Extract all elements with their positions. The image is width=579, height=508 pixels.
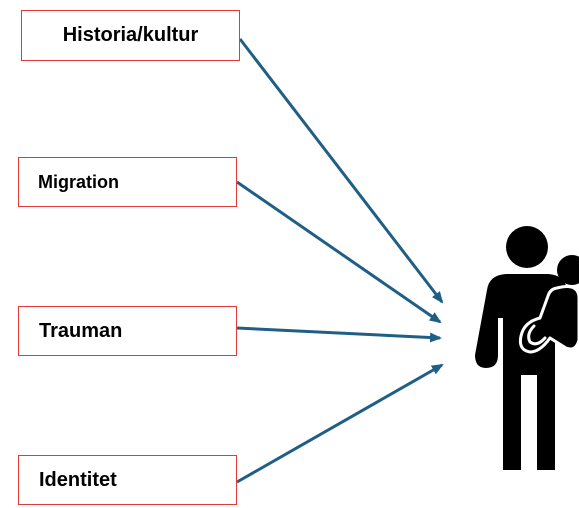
factor-label-trauman: Trauman	[39, 319, 123, 342]
factor-label-identitet: Identitet	[39, 468, 117, 491]
factor-box-identitet: Identitet	[18, 455, 237, 505]
arrow-trauman	[236, 326, 442, 343]
factor-box-trauman: Trauman	[18, 306, 237, 356]
parent-holding-child-icon	[475, 226, 579, 470]
arrow-identitet	[236, 363, 444, 484]
factor-box-migration: Migration	[18, 157, 237, 207]
factor-box-historia-kultur: Historia/kultur	[21, 10, 240, 61]
factor-label-migration: Migration	[38, 171, 119, 192]
arrow-historia	[238, 38, 444, 304]
factor-label-historia-kultur: Historia/kultur	[62, 24, 199, 46]
arrow-migration	[236, 180, 442, 324]
